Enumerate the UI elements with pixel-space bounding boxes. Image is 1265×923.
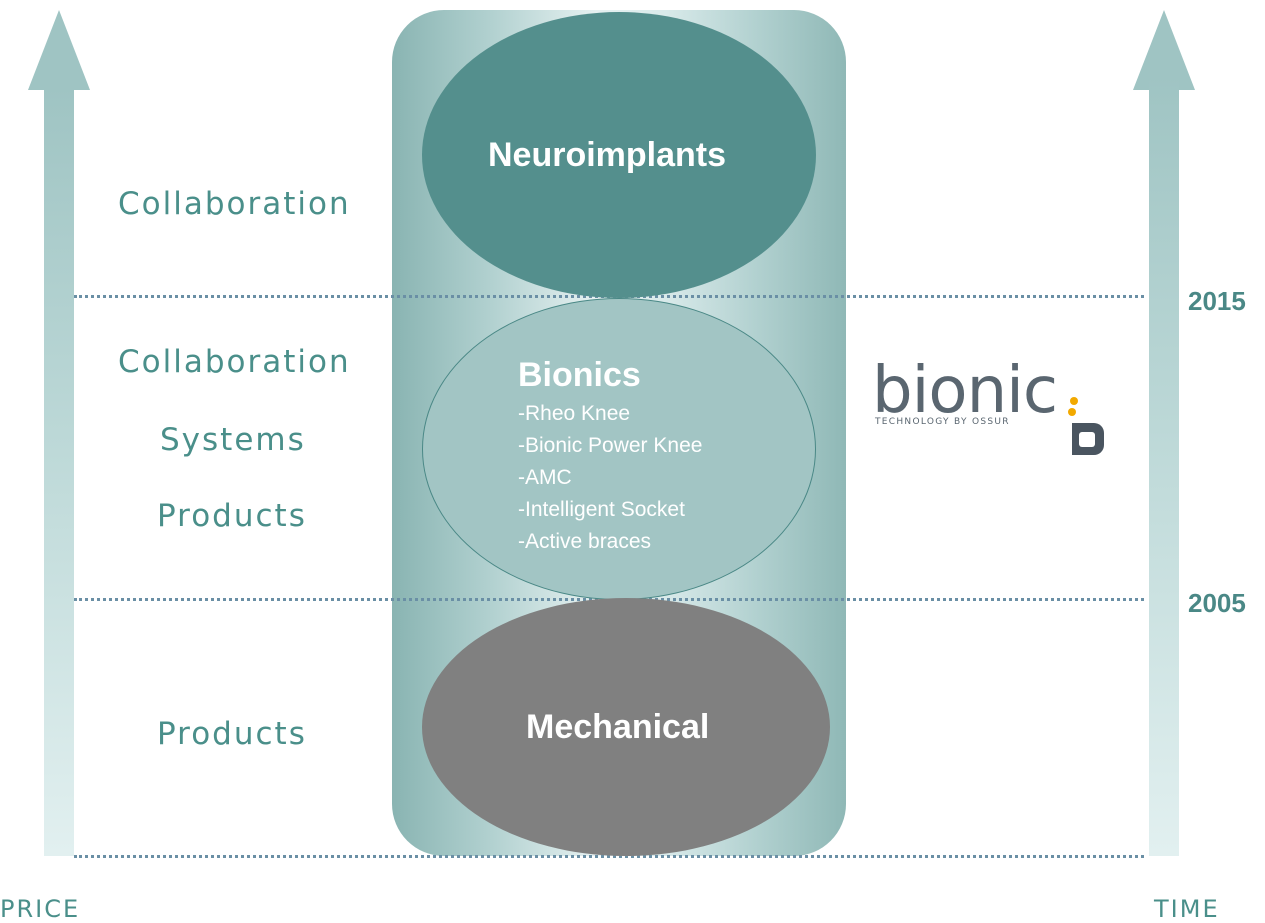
neuroimplants-title: Neuroimplants: [488, 136, 727, 174]
bionics-item: -Active braces: [518, 530, 652, 553]
logo-wordmark: bionic: [872, 354, 1058, 428]
price-axis-label: PRICE: [0, 895, 81, 923]
label-collaboration-middle: Collaboration: [118, 344, 351, 380]
time-axis-label: TIME: [1154, 895, 1220, 923]
label-products-middle: Products: [157, 498, 307, 534]
bionics-item-list: -Rheo Knee -Bionic Power Knee -AMC -Inte…: [518, 398, 702, 558]
logo-mark-icon: [1068, 397, 1104, 455]
label-collaboration-top: Collaboration: [118, 186, 351, 222]
logo-dot-icon: [1068, 408, 1076, 416]
neuroimplants-ellipse: [422, 12, 816, 298]
year-2005: 2005: [1188, 588, 1246, 618]
logo-tagline: TECHNOLOGY BY OSSUR: [875, 417, 1010, 427]
label-systems: Systems: [160, 422, 306, 458]
bionics-item: -Bionic Power Knee: [518, 434, 703, 457]
price-arrow-head: [28, 10, 90, 90]
bionics-title: Bionics: [518, 356, 641, 394]
logo-dot-icon: [1070, 397, 1078, 405]
year-2015: 2015: [1188, 286, 1246, 316]
label-products-bottom: Products: [157, 716, 307, 752]
bionics-item: -Intelligent Socket: [518, 498, 685, 521]
price-arrow-shaft: [44, 88, 74, 856]
mechanical-title: Mechanical: [526, 708, 710, 746]
mechanical-ellipse: [422, 598, 830, 856]
bionic-logo: bionic TECHNOLOGY BY OSSUR: [862, 355, 1110, 467]
time-arrow-shaft: [1149, 76, 1179, 856]
bionics-item: -AMC: [518, 466, 572, 489]
bionics-item: -Rheo Knee: [518, 402, 631, 425]
baseline: [74, 855, 1144, 858]
